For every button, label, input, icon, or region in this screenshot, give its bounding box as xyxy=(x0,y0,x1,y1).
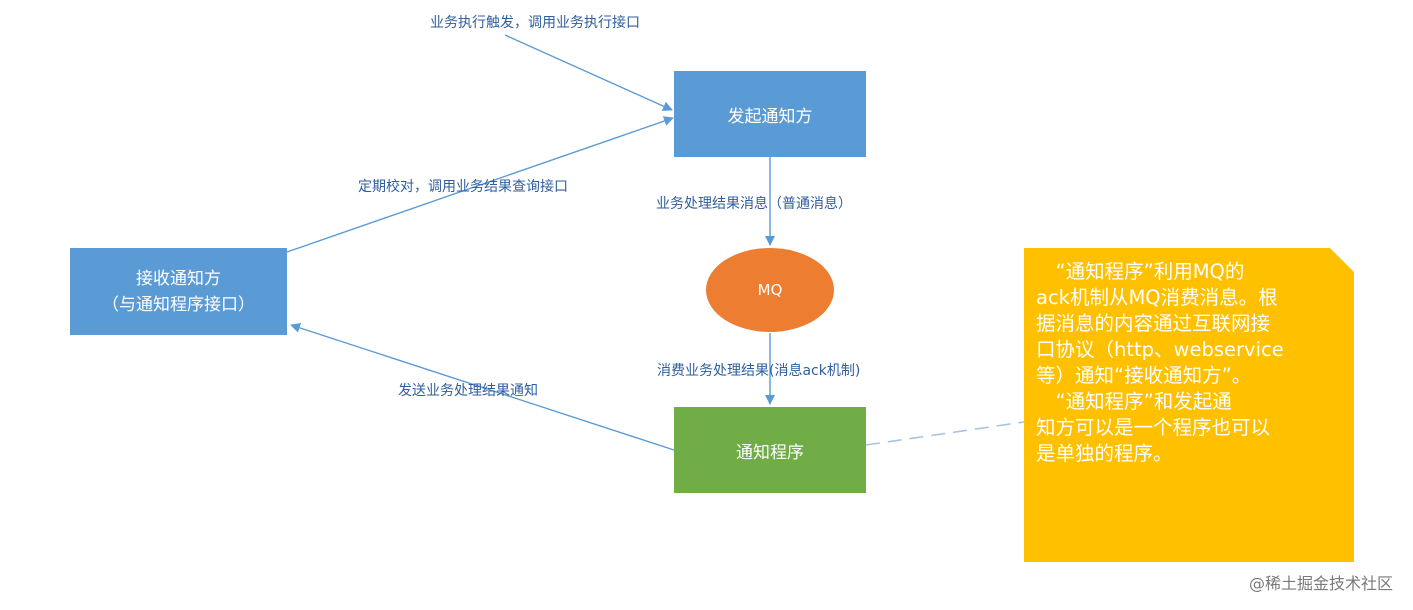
note-line: 据消息的内容通过互联网接 xyxy=(1036,312,1271,335)
note-line: “通知程序”和发起通 xyxy=(1036,390,1232,413)
receiver-label-line2: （与通知程序接口） xyxy=(102,294,255,315)
notify-receiver-arrow xyxy=(290,323,675,451)
note-line: ack机制从MQ消费消息。根 xyxy=(1036,286,1278,309)
receiver-box: 接收通知方 （与通知程序接口） xyxy=(70,248,287,335)
note-callout-line xyxy=(865,421,1025,446)
initiator-label: 发起通知方 xyxy=(727,106,813,127)
note-line: 知方可以是一个程序也可以 xyxy=(1036,416,1271,439)
trigger-label: 业务执行触发，调用业务执行接口 xyxy=(430,15,640,31)
note-line: “通知程序”利用MQ的 xyxy=(1036,260,1245,283)
note-shape xyxy=(1024,248,1354,562)
reconcile-label: 定期校对，调用业务结果查询接口 xyxy=(358,179,568,195)
mq-label: MQ xyxy=(757,281,783,299)
watermark: @稀土掘金技术社区 xyxy=(1248,574,1393,593)
notifier-label: 通知程序 xyxy=(736,442,804,463)
reconcile-arrow xyxy=(286,116,674,253)
note-line: 等）通知“接收通知方”。 xyxy=(1036,364,1252,387)
initiator-box: 发起通知方 xyxy=(674,71,866,157)
note-line: 口协议（http、webservice xyxy=(1036,338,1284,361)
note-text: “通知程序”利用MQ的 ack机制从MQ消费消息。根 据消息的内容通过互联网接 … xyxy=(1036,259,1284,467)
consume-label: 消费业务处理结果(消息ack机制) xyxy=(657,363,861,379)
send-notice-label: 发送业务处理结果通知 xyxy=(398,383,538,399)
receiver-label-line1: 接收通知方 xyxy=(136,268,221,289)
result-message-label: 业务处理结果消息（普通消息） xyxy=(656,196,852,212)
mq-ellipse xyxy=(706,248,834,332)
trigger-arrow xyxy=(504,34,673,111)
mq-label-wrap: MQ xyxy=(706,248,834,332)
notifier-box: 通知程序 xyxy=(674,407,866,493)
note-line: 是单独的程序。 xyxy=(1036,442,1173,465)
